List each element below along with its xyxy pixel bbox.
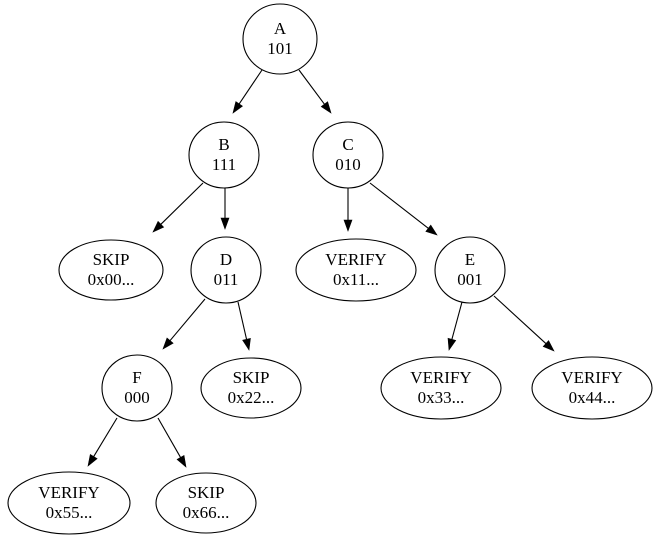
node-ellipse[interactable] bbox=[531, 356, 653, 420]
edge-E-to-VERIFY4 bbox=[493, 295, 555, 352]
edge-shaft bbox=[493, 295, 547, 344]
arrowhead-icon bbox=[542, 340, 555, 352]
node-label-secondary: 001 bbox=[457, 270, 483, 289]
node-verify1[interactable]: VERIFY0x11... bbox=[295, 238, 417, 302]
node-ellipse[interactable] bbox=[7, 471, 131, 535]
node-label-secondary: 111 bbox=[212, 155, 236, 174]
node-label-primary: SKIP bbox=[93, 250, 130, 269]
node-label-secondary: 011 bbox=[214, 270, 239, 289]
edge-F-to-VERIFY5 bbox=[87, 417, 118, 467]
node-label-primary: VERIFY bbox=[325, 250, 386, 269]
node-label-primary: A bbox=[274, 19, 287, 38]
arrowhead-icon bbox=[162, 337, 174, 350]
node-ellipse[interactable] bbox=[155, 472, 257, 534]
edge-E-to-VERIFY3 bbox=[447, 301, 463, 351]
edge-D-to-SKIP2 bbox=[237, 301, 251, 351]
edge-B-to-SKIP0 bbox=[152, 182, 204, 233]
node-label-primary: SKIP bbox=[233, 368, 270, 387]
edge-C-to-E bbox=[369, 182, 438, 236]
edge-shaft bbox=[369, 182, 429, 229]
arrowhead-icon bbox=[87, 454, 98, 467]
edge-shaft bbox=[237, 301, 248, 340]
node-label-primary: VERIFY bbox=[410, 368, 471, 387]
node-label-primary: SKIP bbox=[188, 483, 225, 502]
arrowhead-icon bbox=[343, 219, 353, 232]
node-skip6[interactable]: SKIP0x66... bbox=[155, 472, 257, 534]
edge-shaft bbox=[298, 69, 325, 105]
node-label-secondary: 0x33... bbox=[418, 388, 465, 407]
node-ellipse[interactable] bbox=[380, 356, 502, 420]
edge-A-to-C bbox=[298, 69, 332, 114]
node-label-secondary: 0x11... bbox=[333, 270, 379, 289]
edges-layer bbox=[87, 69, 555, 468]
node-ellipse[interactable] bbox=[295, 238, 417, 302]
node-label-secondary: 0x55... bbox=[46, 503, 93, 522]
node-label-secondary: 010 bbox=[335, 155, 361, 174]
node-label-secondary: 000 bbox=[124, 388, 150, 407]
node-skip0[interactable]: SKIP0x00... bbox=[58, 239, 164, 301]
arrowhead-icon bbox=[232, 101, 243, 114]
node-ellipse[interactable] bbox=[101, 354, 173, 422]
edge-shaft bbox=[160, 182, 204, 225]
node-label-secondary: 0x22... bbox=[228, 388, 275, 407]
arrowhead-icon bbox=[220, 217, 230, 230]
edge-shaft bbox=[451, 301, 463, 340]
arrowhead-icon bbox=[242, 337, 251, 351]
nodes-layer: A101B111C010SKIP0x00...D011VERIFY0x11...… bbox=[7, 3, 653, 535]
arrowhead-icon bbox=[447, 337, 457, 351]
node-ellipse[interactable] bbox=[312, 121, 384, 189]
node-ellipse[interactable] bbox=[58, 239, 164, 301]
edge-B-to-D bbox=[220, 188, 230, 230]
node-label-primary: F bbox=[132, 368, 141, 387]
node-ellipse[interactable] bbox=[190, 236, 262, 304]
node-ellipse[interactable] bbox=[188, 121, 260, 189]
node-label-secondary: 0x66... bbox=[183, 503, 230, 522]
node-skip2[interactable]: SKIP0x22... bbox=[200, 357, 302, 419]
arrowhead-icon bbox=[152, 220, 165, 233]
node-ellipse[interactable] bbox=[434, 236, 506, 304]
node-verify5[interactable]: VERIFY0x55... bbox=[7, 471, 131, 535]
node-label-primary: E bbox=[465, 250, 475, 269]
edge-C-to-VERIFY1 bbox=[343, 188, 353, 232]
arrowhead-icon bbox=[320, 101, 332, 114]
edge-D-to-F bbox=[162, 298, 206, 350]
node-verify4[interactable]: VERIFY0x44... bbox=[531, 356, 653, 420]
edge-shaft bbox=[93, 417, 118, 457]
edge-F-to-SKIP6 bbox=[157, 417, 187, 468]
arrowhead-icon bbox=[176, 454, 187, 468]
node-label-primary: VERIFY bbox=[561, 368, 622, 387]
node-label-primary: C bbox=[342, 135, 353, 154]
node-label-primary: B bbox=[218, 135, 229, 154]
edge-shaft bbox=[157, 417, 182, 458]
edge-shaft bbox=[238, 69, 263, 105]
node-label-secondary: 101 bbox=[267, 39, 293, 58]
edge-A-to-B bbox=[232, 69, 263, 114]
node-ellipse[interactable] bbox=[242, 3, 318, 75]
arrowhead-icon bbox=[425, 224, 438, 236]
node-label-primary: VERIFY bbox=[38, 483, 99, 502]
node-label-secondary: 0x00... bbox=[88, 270, 135, 289]
node-label-primary: D bbox=[220, 250, 232, 269]
node-verify3[interactable]: VERIFY0x33... bbox=[380, 356, 502, 420]
edge-shaft bbox=[169, 298, 206, 341]
node-label-secondary: 0x44... bbox=[569, 388, 616, 407]
node-ellipse[interactable] bbox=[200, 357, 302, 419]
